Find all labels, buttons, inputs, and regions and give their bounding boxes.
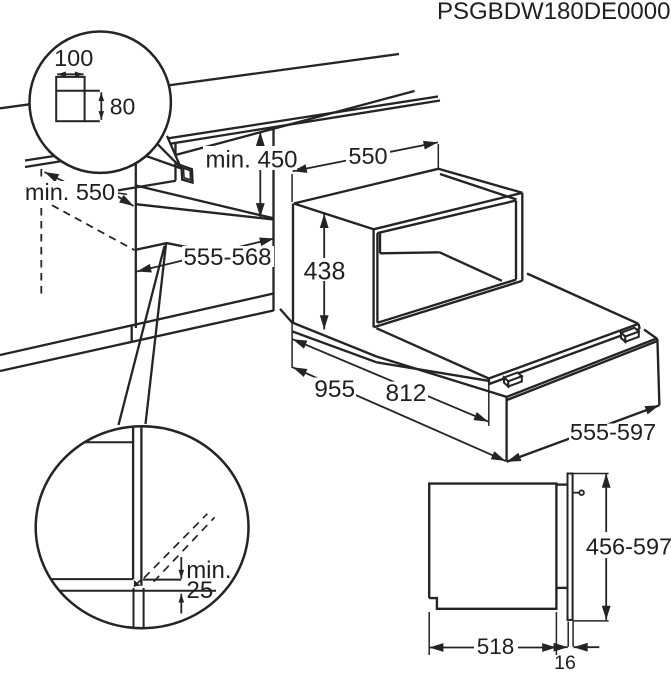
svg-text:min.: min. [186, 557, 231, 584]
svg-text:438: 438 [304, 258, 346, 286]
svg-text:PSGBDW180DE0000: PSGBDW180DE0000 [437, 0, 670, 25]
svg-text:555-597: 555-597 [570, 419, 656, 445]
svg-text:min. 450: min. 450 [205, 147, 297, 174]
svg-text:518: 518 [477, 634, 515, 659]
svg-text:100: 100 [54, 45, 93, 71]
svg-text:80: 80 [110, 94, 136, 120]
svg-text:16: 16 [554, 652, 576, 674]
svg-text:555-568: 555-568 [183, 244, 271, 271]
svg-text:812: 812 [386, 380, 427, 407]
svg-text:min. 550: min. 550 [25, 179, 115, 205]
svg-text:955: 955 [314, 376, 355, 403]
svg-text:550: 550 [348, 143, 387, 169]
svg-text:25: 25 [187, 577, 214, 604]
svg-text:456-597: 456-597 [586, 534, 671, 560]
